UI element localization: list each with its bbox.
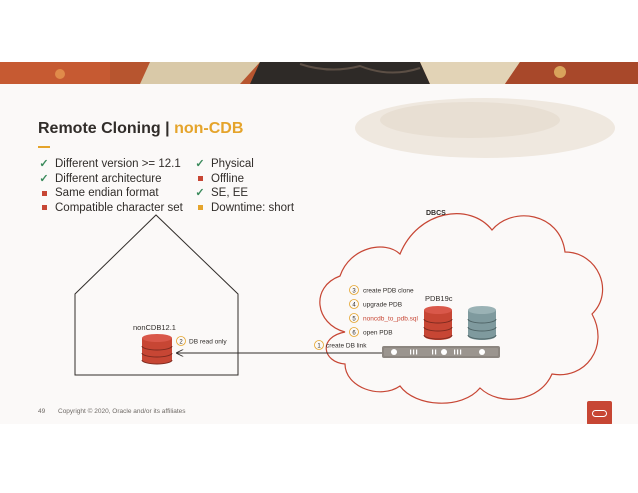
database-icon [423,306,453,340]
database-icon [141,334,173,365]
title-highlight: non-CDB [174,120,244,137]
step-number-badge [176,336,186,346]
step-number-badge [349,299,359,309]
slide-title: Remote Cloning | non-CDB [38,120,243,138]
list-item: ✓Physical [195,158,254,170]
list-item: Compatible character set [38,201,183,216]
decorative-texture [355,98,615,158]
checkmark-icon: ✓ [195,187,205,200]
cloud-icon [319,213,603,404]
step-number-badge [314,340,324,350]
title-underline [38,146,50,148]
step-number: 1 [317,344,321,350]
list-item: Same endian format [38,186,183,201]
step-label: upgrade PDB [363,302,402,309]
server-icon [382,346,500,358]
title-separator: | [165,120,170,137]
checkmark-icon: ✓ [195,158,205,170]
step-label: create DB link [326,343,367,350]
requirements-list-left: ✓Different version >= 12.1 ✓Different ar… [38,157,183,216]
list-item: Downtime: short [194,201,294,216]
source-db-label: nonCDB12.1 [133,323,176,332]
step-number: 6 [352,331,356,337]
slide: Remote Cloning | non-CDB ✓Different vers… [0,62,638,424]
step-number: 2 [179,340,183,346]
checkmark-icon: ✓ [39,172,49,185]
step-number: 3 [352,289,356,295]
step-label: create PDB clone [363,288,414,295]
step-number-badge [349,327,359,337]
target-db-label: PDB19c [425,294,453,303]
cloud-label: DBCS [426,210,446,217]
cloning-diagram: DBCS nonCDB12.1 2 DB read only 1 create … [74,210,603,404]
step-label: noncdb_to_pdb.sql [363,316,418,323]
decorative-banner [0,62,638,84]
requirements-list-right: ✓Physical Offline ✓SE, EE Downtime: shor… [194,157,294,215]
house-icon [74,214,239,376]
step-number-badge [349,285,359,295]
step-number: 4 [352,303,356,309]
list-item: Offline [194,172,294,187]
step-label: open PDB [363,330,393,337]
title-main: Remote Cloning [38,120,161,137]
page-number: 49 [38,408,46,415]
step-number-badge [349,313,359,323]
copyright: Copyright © 2020, Oracle and/or its affi… [58,408,186,415]
list-item: ✓Different architecture [39,172,162,185]
step-label: DB read only [189,339,227,346]
database-icon [467,306,497,340]
list-item: ✓Different version >= 12.1 [39,158,181,170]
step-number: 5 [352,317,356,323]
checkmark-icon: ✓ [39,158,49,170]
list-item: ✓SE, EE [195,187,249,200]
oracle-logo-icon [587,401,612,424]
